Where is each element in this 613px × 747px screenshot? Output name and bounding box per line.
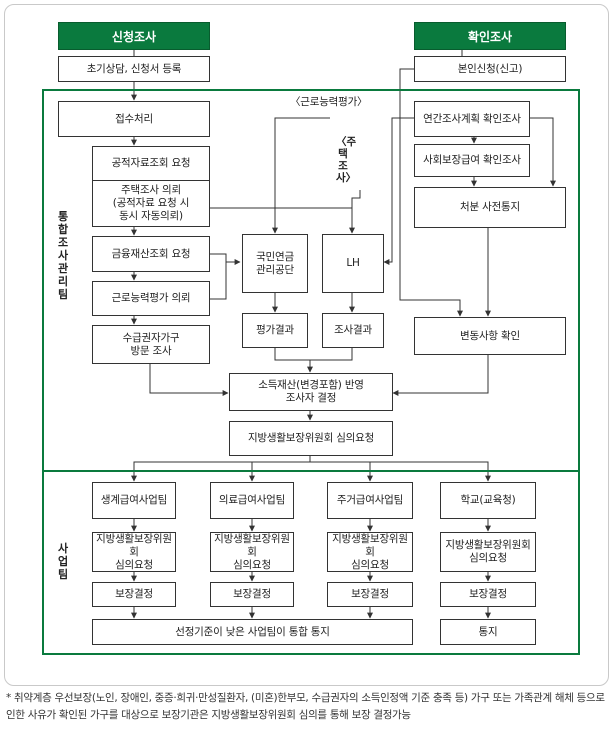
team-decision-4: 보장결정 [440,582,536,607]
housing-request-box: 주택조사 의뢰 (공적자료 요청 시 동시 자동의뢰) [92,180,210,227]
arrow-visit-to-reflect [149,364,229,396]
change-check-box: 변동사항 확인 [414,317,566,355]
team-name-2: 의료급여사업팀 [210,482,294,519]
arrow-change-to-reflect [392,355,489,396]
team-decision-1: 보장결정 [92,582,176,607]
team-name-3: 주거급여사업팀 [327,482,413,519]
arrow-self-to-change [399,68,463,317]
social-security-box: 사회보장급여 확인조사 [414,144,530,177]
footnote: * 취약계층 우선보장(노인, 장애인, 중증·희귀·만성질환자, (미혼)한부… [6,692,605,721]
team-review-4: 지방생활보장위원회 심의요청 [440,532,536,572]
eval-result-box: 평가결과 [242,313,308,348]
line-survey-to-reflect [310,348,353,361]
arrow-capacity-to-nps [272,117,330,234]
team-review-1: 지방생활보장위원회 심의요청 [92,532,176,572]
team-name-4: 학교(교육청) [440,482,536,519]
financial-box: 금융재산조회 요청 [92,236,210,272]
prior-notice-box: 처분 사전통지 [414,187,566,228]
annual-plan-box: 연간조사계획 확인조사 [414,101,530,137]
public-data-box: 공적자료조회 요청 [92,146,210,181]
team-decision-3: 보장결정 [327,582,413,607]
initial-consult-box: 초기상담, 신청서 등록 [58,56,210,82]
business-team-label: 사업팀 [57,542,69,581]
committee-request-box: 지방생활보장위원회 심의요청 [229,421,393,456]
integrated-team-label: 통합조사관리팀 [57,210,69,301]
school-notice-box: 통지 [440,619,536,645]
arrow-annual-to-lh [383,117,414,265]
housing-survey-label: 〈주택조사〉 [336,136,357,184]
arrow-annual-to-notice [530,117,556,187]
arrow-financial-to-nps [210,253,241,265]
visit-box: 수급권자가구 방문 조사 [92,325,210,364]
team-name-1: 생계급여사업팀 [92,482,176,519]
arrow-eval-to-reflect [274,348,313,373]
intake-box: 접수처리 [58,101,210,137]
work-capacity-label: 〈근로능력평가〉 [290,96,368,108]
application-survey-header: 신청조사 [58,22,210,50]
self-application-box: 본인신청(신고) [414,56,566,82]
arrow-work-to-nps [210,262,227,300]
team-review-2: 지방생활보장위원회 심의요청 [210,532,294,572]
business-team-region [42,470,580,655]
work-request-box: 근로능력평가 의뢰 [92,281,210,316]
team-decision-2: 보장결정 [210,582,294,607]
survey-result-box: 조사결과 [322,313,384,348]
income-reflect-box: 소득재산(변경포함) 반영 조사자 결정 [229,373,393,411]
verification-survey-header: 확인조사 [414,22,566,50]
lh-box: LH [322,234,384,293]
nps-box: 국민연금 관리공단 [242,234,308,293]
team-review-3: 지방생활보장위원회 심의요청 [327,532,413,572]
combined-notice-box: 선정기준이 낮은 사업팀이 통합 통지 [92,619,413,645]
line-housing-label [351,190,361,208]
